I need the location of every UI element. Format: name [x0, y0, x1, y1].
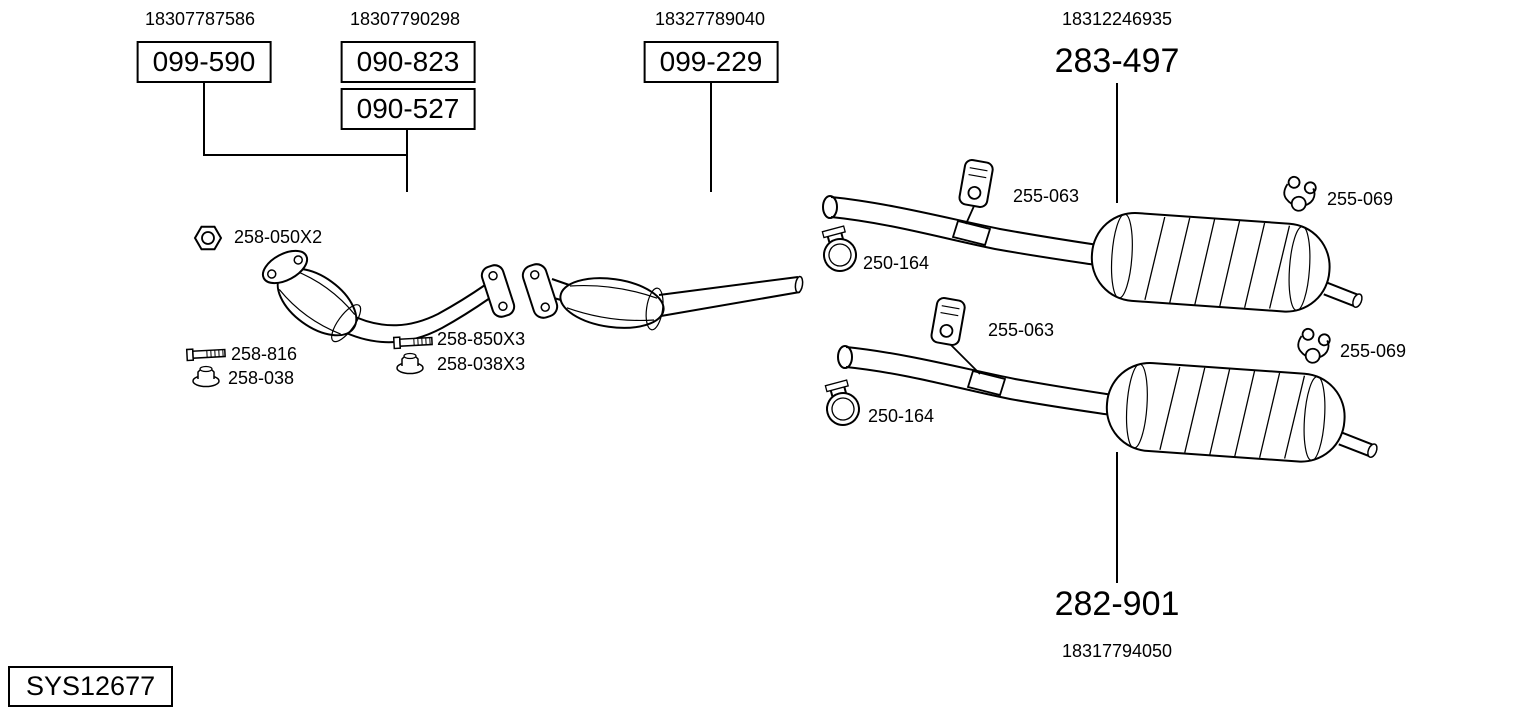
callout-255-069-lower[interactable]: 255-069	[1340, 341, 1407, 361]
part-code-090-527[interactable]: 090-527	[340, 88, 476, 131]
callout-250-164-upper[interactable]: 250-164	[863, 253, 930, 273]
lower-hanger-link-line	[949, 343, 981, 375]
oem-number-2: 18307790298	[349, 9, 461, 29]
upper-rear-muffler-drawing	[1087, 209, 1370, 319]
upper-pipe-clamp-icon	[816, 223, 861, 276]
upper-rubber-hanger-icon	[1280, 174, 1319, 215]
leader-lines	[203, 81, 1118, 583]
mid-flange-nut-icon	[396, 352, 424, 375]
callout-255-063-lower[interactable]: 255-063	[988, 320, 1055, 340]
callout-258-050X2[interactable]: 258-050X2	[234, 227, 323, 247]
oem-number-3: 18327789040	[654, 9, 766, 29]
lower-pipe-clamp-icon	[819, 377, 864, 430]
callout-255-069-upper[interactable]: 255-069	[1327, 189, 1394, 209]
upper-hanger-bracket-icon	[957, 157, 995, 210]
callout-258-816[interactable]: 258-816	[231, 344, 298, 364]
lower-rear-muffler-drawing	[1102, 359, 1385, 469]
front-catalytic-converter-drawing	[261, 249, 516, 344]
callout-250-164-lower[interactable]: 250-164	[868, 406, 935, 426]
lower-rear-pipe-drawing	[837, 345, 1114, 416]
oem-number-4: 18312246935	[1061, 9, 1173, 29]
callout-258-038[interactable]: 258-038	[228, 368, 295, 388]
oem-number-1: 18307787586	[144, 9, 256, 29]
lower-rubber-hanger-icon	[1294, 326, 1333, 367]
mid-bolt-icon	[392, 334, 433, 350]
lower-hanger-bracket-icon	[929, 295, 967, 348]
part-code-099-229[interactable]: 099-229	[643, 41, 779, 84]
middle-catalytic-converter-drawing	[521, 263, 804, 331]
front-flange-nut-icon	[192, 365, 220, 388]
callout-258-850X3[interactable]: 258-850X3	[437, 329, 526, 349]
hex-nut-icon	[194, 225, 222, 251]
system-id-box: SYS12677	[8, 666, 174, 708]
part-code-099-590[interactable]: 099-590	[136, 41, 272, 84]
callout-255-063-upper[interactable]: 255-063	[1013, 186, 1080, 206]
part-code-090-823[interactable]: 090-823	[340, 41, 476, 84]
upper-hanger-link-line	[965, 205, 975, 225]
callout-258-038X3[interactable]: 258-038X3	[437, 354, 526, 374]
part-code-283-497[interactable]: 283-497	[1054, 42, 1180, 80]
front-bolt-icon	[185, 346, 226, 362]
oem-number-rear: 18317794050	[1061, 641, 1173, 661]
part-code-282-901[interactable]: 282-901	[1054, 585, 1180, 623]
